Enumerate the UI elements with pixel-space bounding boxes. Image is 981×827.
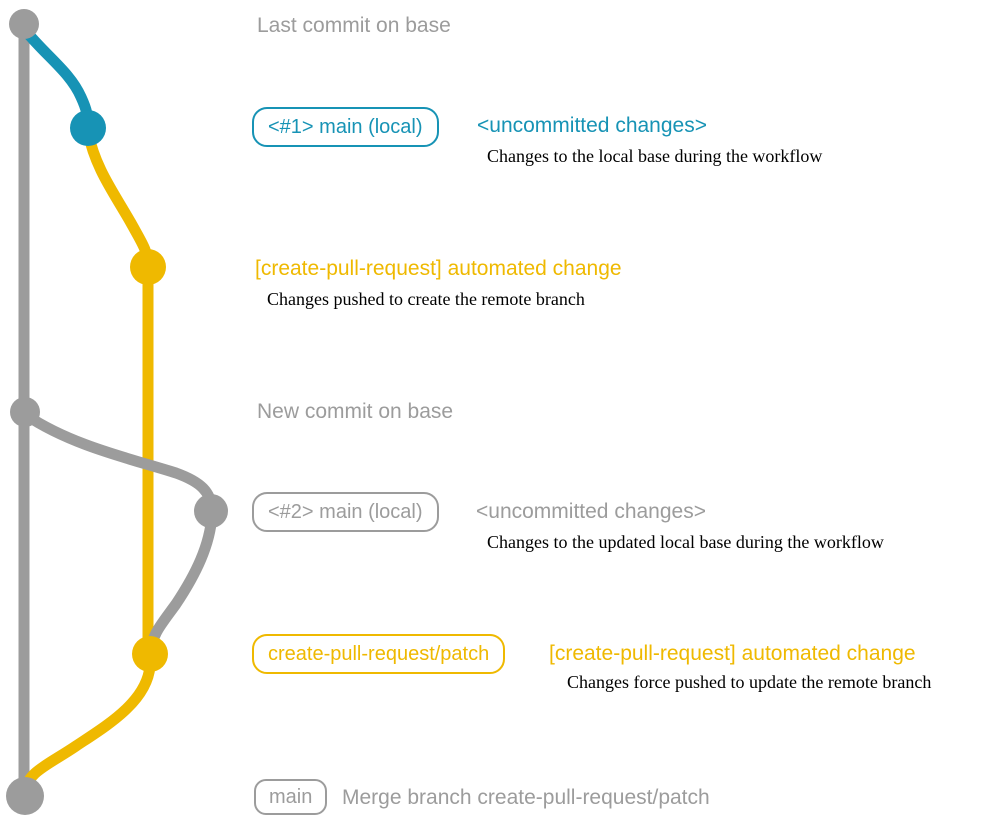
commit-node-last-base bbox=[9, 9, 39, 39]
uncommitted-changes-1-caption: Changes to the local base during the wor… bbox=[487, 146, 823, 166]
uncommitted-changes-2-title: <uncommitted changes> bbox=[476, 500, 706, 523]
patch-branch-badge: create-pull-request/patch bbox=[252, 634, 506, 674]
commit-node-automated-change-2 bbox=[132, 636, 168, 672]
merge-commit-label: Merge branch create-pull-request/patch bbox=[342, 786, 710, 809]
commit-node-new-base bbox=[10, 397, 40, 427]
main-local-2-badge: <#2> main (local) bbox=[252, 492, 439, 532]
automated-change-1-caption: Changes pushed to create the remote bran… bbox=[267, 289, 585, 309]
commit-node-main-local-1 bbox=[70, 110, 106, 146]
automated-change-2-caption: Changes force pushed to update the remot… bbox=[567, 672, 932, 692]
automated-change-1-title: [create-pull-request] automated change bbox=[255, 257, 622, 280]
main-branch-badge: main bbox=[254, 779, 328, 815]
automated-change-2-title: [create-pull-request] automated change bbox=[549, 642, 916, 665]
main-local-rebase-curve-to-patch bbox=[145, 514, 218, 648]
commit-node-automated-change-1 bbox=[130, 249, 166, 285]
patch-merge-curve-to-base bbox=[19, 665, 156, 794]
main-local-1-badge: <#1> main (local) bbox=[252, 107, 439, 147]
uncommitted-changes-1-title: <uncommitted changes> bbox=[477, 114, 707, 137]
last-commit-label: Last commit on base bbox=[257, 14, 451, 37]
uncommitted-changes-2-caption: Changes to the updated local base during… bbox=[487, 532, 884, 552]
patch-branch-curve-top bbox=[82, 130, 154, 267]
commit-node-merge bbox=[6, 777, 44, 815]
base-update-curve-to-main-local bbox=[22, 410, 218, 511]
new-commit-label: New commit on base bbox=[257, 400, 454, 423]
commit-node-main-local-2 bbox=[194, 494, 228, 528]
